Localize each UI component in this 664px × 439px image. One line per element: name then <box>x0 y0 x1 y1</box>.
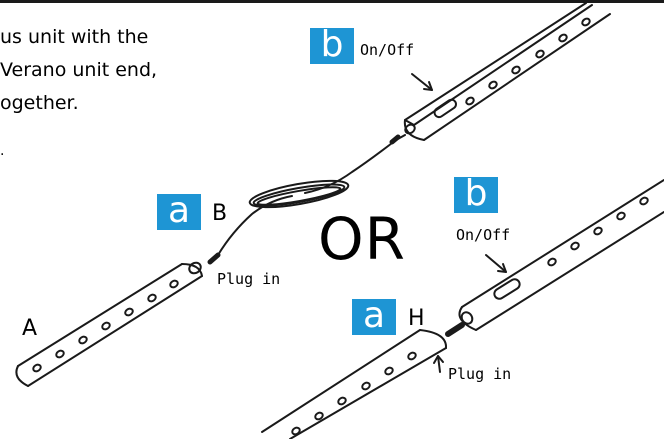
unit-h-strip <box>261 329 448 439</box>
unit-a-strip <box>15 261 203 387</box>
instruction-line-1: us unit with the <box>0 26 149 48</box>
end-cap-top-icon <box>404 123 416 135</box>
badge-b-top: b <box>310 27 354 64</box>
end-cap-left-icon <box>188 261 202 275</box>
instruction-line-2: Verano unit end, <box>0 59 158 81</box>
unit-letter-b: B <box>212 201 228 226</box>
plug-in-label-left: Plug in <box>217 270 281 288</box>
unit-b-top-strip <box>403 2 611 141</box>
instruction-line-3: ogether. <box>0 92 79 114</box>
switch-top-icon <box>433 98 457 119</box>
badge-b-right: b <box>454 176 498 213</box>
top-rule <box>0 0 664 3</box>
instruction-line-4: . <box>0 143 5 159</box>
unit-letter-a: A <box>22 316 38 341</box>
plug-in-label-right: Plug in <box>448 365 512 383</box>
switch-right-icon <box>493 278 521 300</box>
unit-letter-h: H <box>408 306 425 331</box>
or-divider-text: OR <box>318 205 406 273</box>
onoff-label-top: On/Off <box>360 41 415 59</box>
badge-a-right: a <box>352 298 396 335</box>
unit-b-right-strip <box>445 179 664 337</box>
onoff-label-right: On/Off <box>456 226 511 244</box>
badge-a-left: a <box>157 193 201 230</box>
extension-cord <box>207 134 406 265</box>
